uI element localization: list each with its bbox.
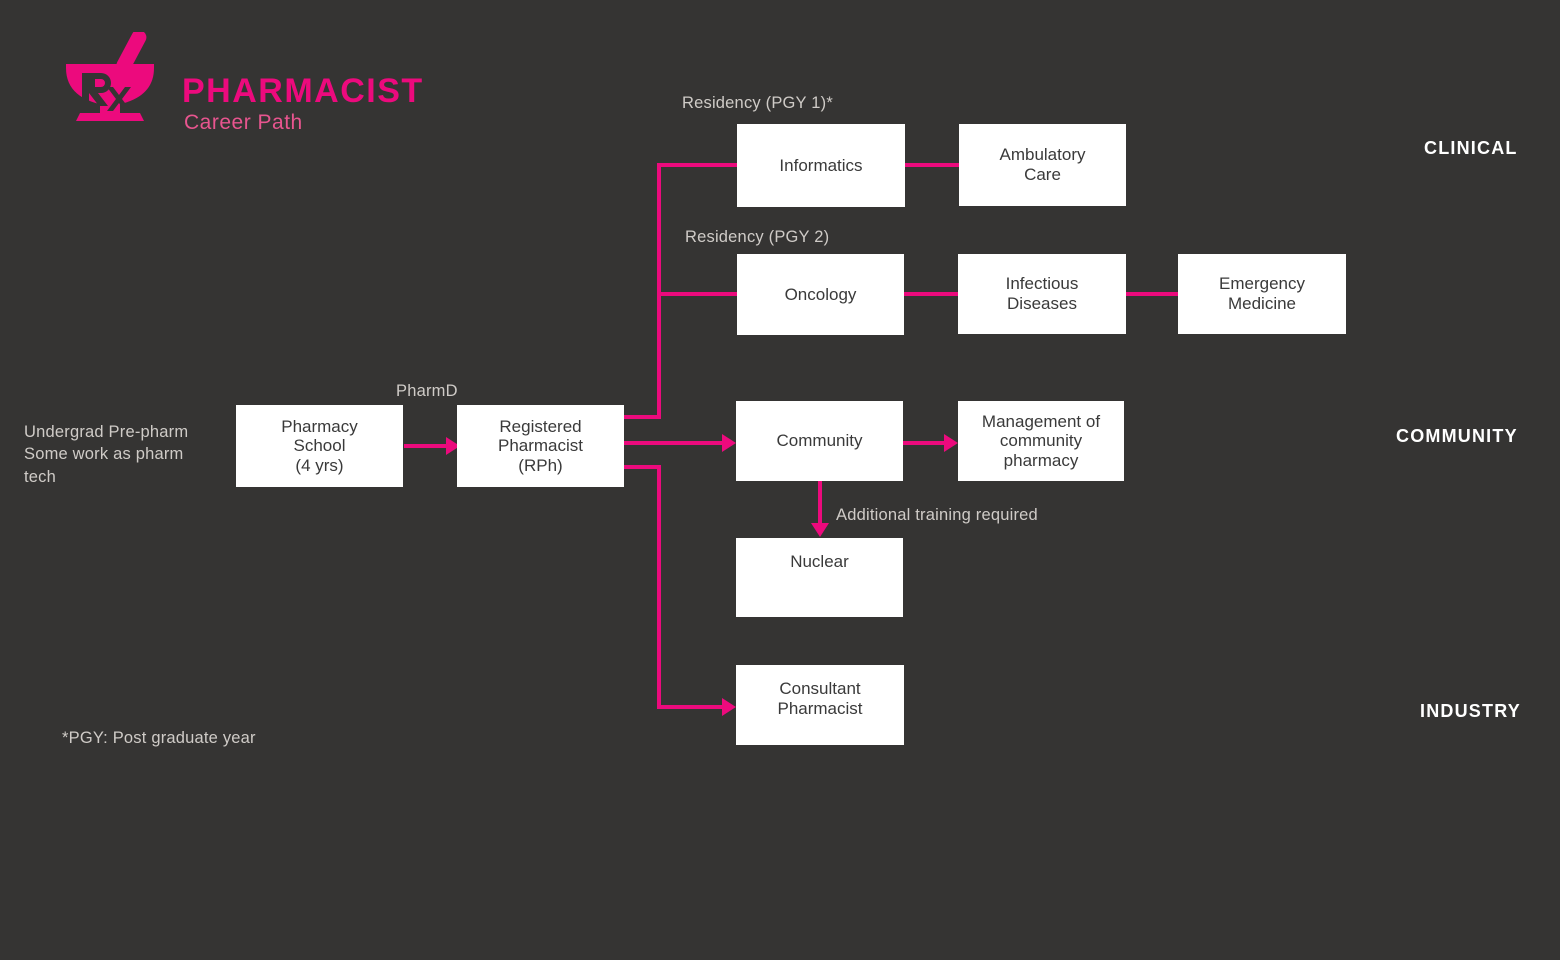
node-infectious-diseases[interactable]: Infectious Diseases (958, 254, 1126, 334)
arrowhead-to-consultant-pharmacist (722, 698, 736, 716)
arrowhead-to-management (944, 434, 958, 452)
node-community[interactable]: Community (736, 401, 903, 481)
arrowhead-to-nuclear (811, 523, 829, 537)
edge-infectious-diseases-to-emergency-medicine (1122, 292, 1182, 296)
entry-note: Undergrad Pre-pharm Some work as pharm t… (24, 423, 189, 486)
arrowhead-to-rph (446, 437, 460, 455)
edge-riser-to-informatics (657, 163, 739, 167)
node-ambulatory-care[interactable]: Ambulatory Care (959, 124, 1126, 206)
footnote-pgy: *PGY: Post graduate year (62, 729, 256, 747)
edge-drop-to-consultant (657, 705, 724, 709)
edge-label-additional-training: Additional training required (836, 506, 1038, 524)
edge-rph-to-community (624, 441, 724, 445)
node-management-of-community-pharmacy[interactable]: Management of community pharmacy (958, 401, 1124, 481)
category-label-industry: INDUSTRY (1420, 701, 1521, 721)
edge-label-residency-pgy2: Residency (PGY 2) (685, 228, 830, 246)
edge-label-residency-pgy1: Residency (PGY 1)* (682, 94, 833, 112)
brand-subtitle: Career Path (184, 111, 303, 134)
edge-clinical-riser (657, 163, 661, 419)
node-consultant-pharmacist[interactable]: Consultant Pharmacist (736, 665, 904, 745)
node-registered-pharmacist[interactable]: Registered Pharmacist (RPh) (457, 405, 624, 487)
edge-pharmacy-school-to-rph (404, 444, 448, 448)
edge-community-to-nuclear (818, 481, 822, 525)
node-informatics[interactable]: Informatics (737, 124, 905, 207)
edge-label-pharmd: PharmD (396, 382, 458, 400)
brand-title: PHARMACIST (182, 72, 424, 110)
edge-rph-top-stub (624, 415, 661, 419)
mortar-and-pestle-rx-icon (62, 29, 172, 122)
edge-industry-drop (657, 465, 661, 709)
category-label-clinical: CLINICAL (1424, 138, 1518, 158)
edge-riser-to-oncology (657, 292, 739, 296)
category-label-community: COMMUNITY (1396, 426, 1518, 446)
edge-rph-bottom-stub (624, 465, 661, 469)
node-nuclear[interactable]: Nuclear (736, 538, 903, 617)
brand-logo: PHARMACIST Career Path (62, 29, 424, 133)
node-oncology[interactable]: Oncology (737, 254, 904, 335)
edge-informatics-to-ambulatory-care (902, 163, 962, 167)
node-pharmacy-school[interactable]: Pharmacy School (4 yrs) (236, 405, 403, 487)
edge-oncology-to-infectious-diseases (901, 292, 962, 296)
arrowhead-to-community (722, 434, 736, 452)
node-emergency-medicine[interactable]: Emergency Medicine (1178, 254, 1346, 334)
edge-community-to-management (901, 441, 949, 445)
